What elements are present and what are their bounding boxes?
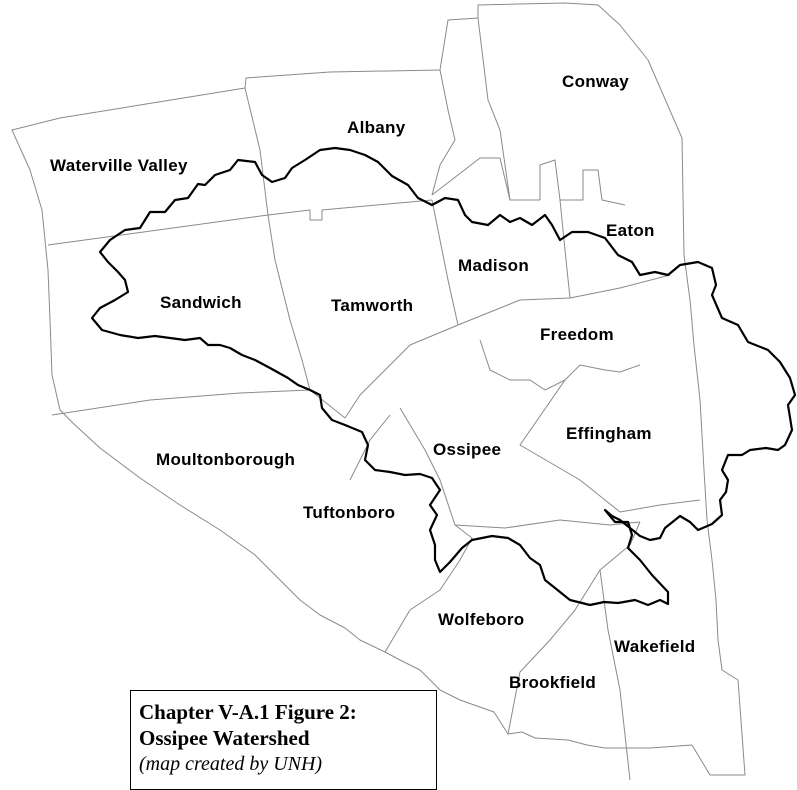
boundary-wakefield-west xyxy=(599,521,641,571)
town-label-moultonborough: Moultonborough xyxy=(156,450,296,469)
boundary-conway xyxy=(477,17,626,206)
town-label-conway: Conway xyxy=(562,72,629,91)
boundary-effingham xyxy=(519,379,621,513)
boundary-tamworth-madison xyxy=(431,199,459,326)
boundary-tamworth-ossipee xyxy=(344,324,459,419)
boundary-waterville xyxy=(244,87,269,216)
boundary-ossipee-wolfeboro xyxy=(454,519,641,529)
caption-subtitle: Ossipee Watershed xyxy=(139,726,310,750)
town-label-albany: Albany xyxy=(347,118,406,137)
town-label-sandwich: Sandwich xyxy=(160,293,242,312)
town-label-wolfeboro: Wolfeboro xyxy=(438,610,525,629)
boundary-wolfeboro-brookfield xyxy=(507,569,601,735)
watershed-boundary xyxy=(90,146,797,607)
town-boundaries xyxy=(11,2,746,781)
town-label-freedom: Freedom xyxy=(540,325,614,344)
boundary-wakefield-north xyxy=(619,499,701,513)
boundary-eaton xyxy=(559,199,671,299)
boundary-freedom-south xyxy=(479,339,641,391)
town-label-wakefield: Wakefield xyxy=(614,637,696,656)
county-outline xyxy=(11,2,746,776)
boundary-madison-conway xyxy=(431,157,511,201)
boundary-sandwich-moultonborough xyxy=(51,389,346,419)
town-label-brookfield: Brookfield xyxy=(509,673,597,692)
town-label-waterville-valley: Waterville Valley xyxy=(50,156,188,175)
boundary-sandwich-tamworth xyxy=(267,214,311,391)
boundary-tuftonboro xyxy=(384,407,473,653)
boundary-moulton-tufton xyxy=(349,414,391,481)
boundary-sandwich-north xyxy=(47,199,433,246)
caption-title: Chapter V-A.1 Figure 2: xyxy=(139,700,357,724)
town-label-tamworth: Tamworth xyxy=(331,296,414,315)
town-label-ossipee: Ossipee xyxy=(433,440,502,459)
boundary-madison-freedom xyxy=(457,297,571,326)
town-label-tuftonboro: Tuftonboro xyxy=(303,503,396,522)
caption-credit: (map created by UNH) xyxy=(139,753,323,775)
town-label-madison: Madison xyxy=(458,256,530,275)
boundary-albany-madison xyxy=(431,69,456,196)
town-label-eaton: Eaton xyxy=(606,221,655,240)
figure-caption: Chapter V-A.1 Figure 2: Ossipee Watershe… xyxy=(130,690,437,790)
boundary-brookfield-wakefield xyxy=(599,569,631,781)
town-label-effingham: Effingham xyxy=(566,424,652,443)
